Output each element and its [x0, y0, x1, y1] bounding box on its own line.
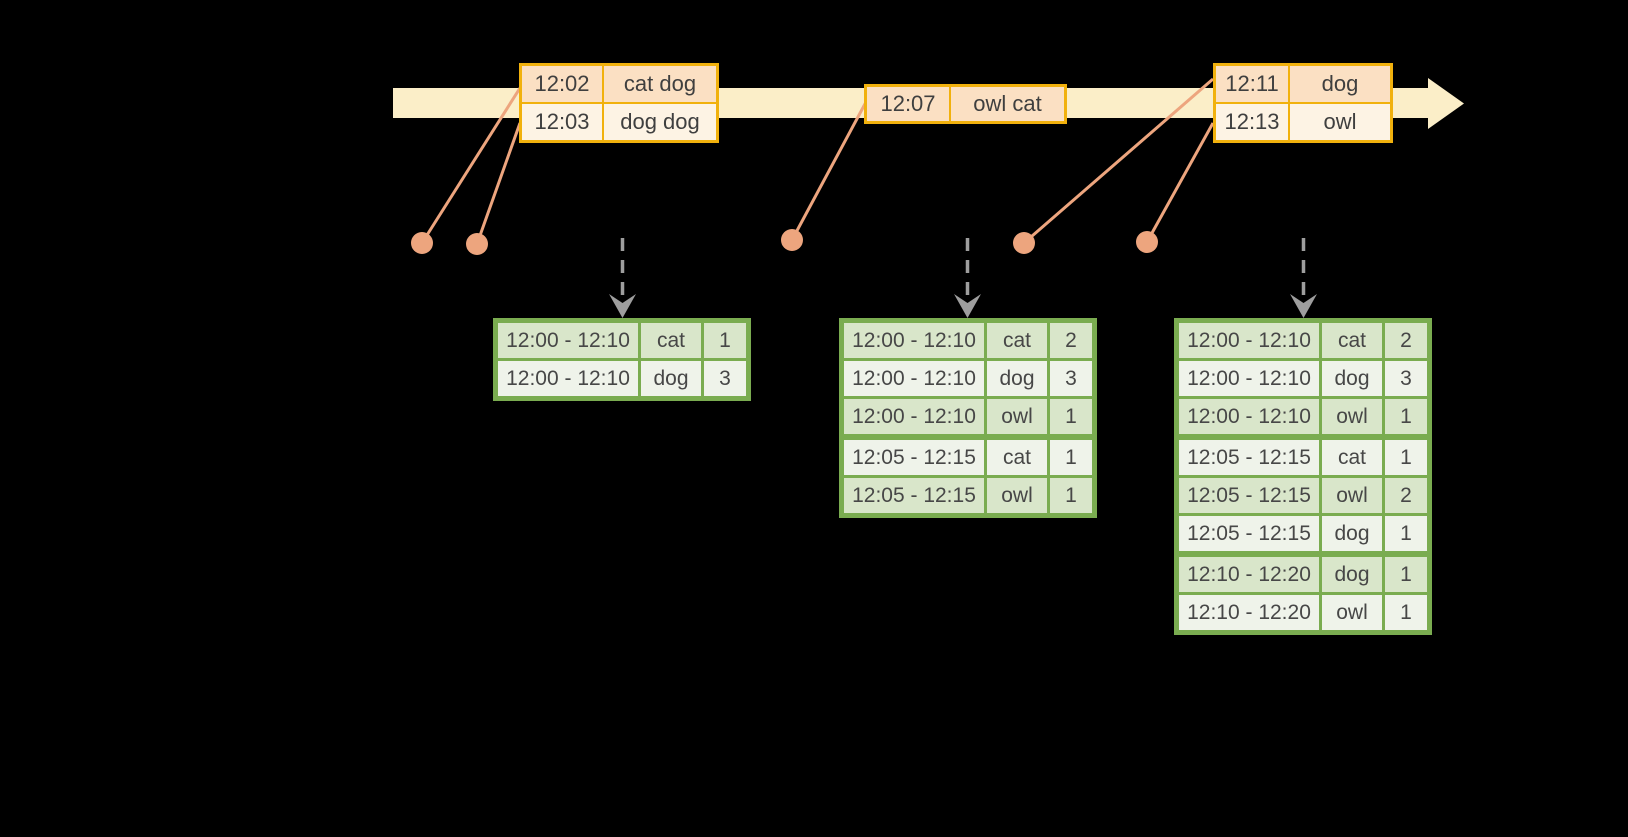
- word-cell: dog: [1322, 557, 1382, 592]
- word-cell: cat: [987, 323, 1047, 358]
- window-cell: 12:00 - 12:10: [1179, 361, 1319, 396]
- word-cell: dog: [1322, 361, 1382, 396]
- event-row: 12:02 cat dog: [522, 66, 716, 102]
- result-row: 12:00 - 12:10 dog 3: [498, 361, 746, 396]
- event-table-3: 12:11 dog 12:13 owl: [1213, 63, 1393, 143]
- window-cell: 12:00 - 12:10: [498, 323, 638, 358]
- window-cell: 12:00 - 12:10: [498, 361, 638, 396]
- word-cell: cat: [1322, 323, 1382, 358]
- trigger-arrow-1: [609, 238, 636, 318]
- word-cell: cat: [641, 323, 701, 358]
- trigger-arrow-3: [1290, 238, 1317, 318]
- result-row: 12:05 - 12:15 dog 1: [1179, 516, 1427, 551]
- count-cell: 1: [704, 323, 746, 358]
- event-table-2: 12:07 owl cat: [864, 84, 1067, 124]
- count-cell: 1: [1385, 399, 1427, 434]
- word-cell: owl: [1322, 478, 1382, 513]
- event-time-cell: 12:13: [1216, 104, 1288, 140]
- event-row: 12:11 dog: [1216, 66, 1390, 102]
- result-row: 12:05 - 12:15 cat 1: [844, 440, 1092, 475]
- event-dot-3: [781, 229, 803, 251]
- count-cell: 2: [1050, 323, 1092, 358]
- result-table-2: 12:00 - 12:10 cat 2 12:00 - 12:10 dog 3 …: [839, 318, 1097, 518]
- event-words-cell: cat dog: [604, 66, 716, 102]
- count-cell: 1: [1050, 399, 1092, 434]
- window-cell: 12:10 - 12:20: [1179, 557, 1319, 592]
- result-row: 12:05 - 12:15 owl 1: [844, 478, 1092, 513]
- event-line-5: [1145, 122, 1215, 243]
- result-row: 12:05 - 12:15 owl 2: [1179, 478, 1427, 513]
- word-cell: owl: [1322, 595, 1382, 630]
- window-cell: 12:00 - 12:10: [844, 361, 984, 396]
- result-table-3: 12:00 - 12:10 cat 2 12:00 - 12:10 dog 3 …: [1174, 318, 1432, 635]
- count-cell: 1: [1050, 478, 1092, 513]
- event-dot-1: [411, 232, 433, 254]
- event-time-cell: 12:02: [522, 66, 602, 102]
- word-cell: cat: [1322, 440, 1382, 475]
- result-row: 12:00 - 12:10 owl 1: [844, 399, 1092, 434]
- result-row: 12:10 - 12:20 dog 1: [1179, 557, 1427, 592]
- trigger-arrow-2: [954, 238, 981, 318]
- count-cell: 1: [1385, 595, 1427, 630]
- event-words-cell: owl cat: [951, 87, 1064, 121]
- event-row: 12:03 dog dog: [522, 104, 716, 140]
- event-dot-2: [466, 233, 488, 255]
- event-line-1: [420, 87, 522, 244]
- arrow-down-icon: [609, 294, 636, 318]
- event-words-cell: dog: [1290, 66, 1390, 102]
- result-row: 12:00 - 12:10 dog 3: [844, 361, 1092, 396]
- result-row: 12:00 - 12:10 cat 2: [1179, 323, 1427, 358]
- event-words-cell: owl: [1290, 104, 1390, 140]
- word-cell: owl: [1322, 399, 1382, 434]
- window-cell: 12:05 - 12:15: [844, 440, 984, 475]
- event-time-cell: 12:07: [867, 87, 949, 121]
- count-cell: 2: [1385, 323, 1427, 358]
- window-cell: 12:05 - 12:15: [1179, 440, 1319, 475]
- word-cell: cat: [987, 440, 1047, 475]
- event-time-cell: 12:11: [1216, 66, 1288, 102]
- result-row: 12:10 - 12:20 owl 1: [1179, 595, 1427, 630]
- word-cell: dog: [987, 361, 1047, 396]
- event-line-3: [790, 101, 868, 241]
- result-row: 12:00 - 12:10 cat 1: [498, 323, 746, 358]
- event-table-1: 12:02 cat dog 12:03 dog dog: [519, 63, 719, 143]
- event-dot-4: [1013, 232, 1035, 254]
- event-line-4: [1023, 77, 1214, 245]
- word-cell: dog: [641, 361, 701, 396]
- result-row: 12:00 - 12:10 cat 2: [844, 323, 1092, 358]
- event-time-cell: 12:03: [522, 104, 602, 140]
- window-cell: 12:00 - 12:10: [844, 323, 984, 358]
- result-row: 12:00 - 12:10 owl 1: [1179, 399, 1427, 434]
- window-cell: 12:05 - 12:15: [844, 478, 984, 513]
- result-row: 12:05 - 12:15 cat 1: [1179, 440, 1427, 475]
- count-cell: 3: [704, 361, 746, 396]
- count-cell: 1: [1385, 440, 1427, 475]
- word-cell: owl: [987, 478, 1047, 513]
- event-row: 12:13 owl: [1216, 104, 1390, 140]
- count-cell: 1: [1385, 557, 1427, 592]
- event-row: 12:07 owl cat: [867, 87, 1064, 121]
- window-cell: 12:00 - 12:10: [1179, 323, 1319, 358]
- window-cell: 12:00 - 12:10: [1179, 399, 1319, 434]
- event-words-cell: dog dog: [604, 104, 716, 140]
- count-cell: 1: [1050, 440, 1092, 475]
- count-cell: 1: [1385, 516, 1427, 551]
- count-cell: 3: [1050, 361, 1092, 396]
- result-row: 12:00 - 12:10 dog 3: [1179, 361, 1427, 396]
- arrow-down-icon: [954, 294, 981, 318]
- result-table-1: 12:00 - 12:10 cat 1 12:00 - 12:10 dog 3: [493, 318, 751, 401]
- timeline-arrowhead-icon: [1428, 78, 1464, 129]
- arrow-down-icon: [1290, 294, 1317, 318]
- count-cell: 3: [1385, 361, 1427, 396]
- window-cell: 12:00 - 12:10: [844, 399, 984, 434]
- window-cell: 12:10 - 12:20: [1179, 595, 1319, 630]
- count-cell: 2: [1385, 478, 1427, 513]
- word-cell: dog: [1322, 516, 1382, 551]
- word-cell: owl: [987, 399, 1047, 434]
- window-cell: 12:05 - 12:15: [1179, 478, 1319, 513]
- window-cell: 12:05 - 12:15: [1179, 516, 1319, 551]
- event-line-2: [475, 122, 522, 245]
- event-dot-5: [1136, 231, 1158, 253]
